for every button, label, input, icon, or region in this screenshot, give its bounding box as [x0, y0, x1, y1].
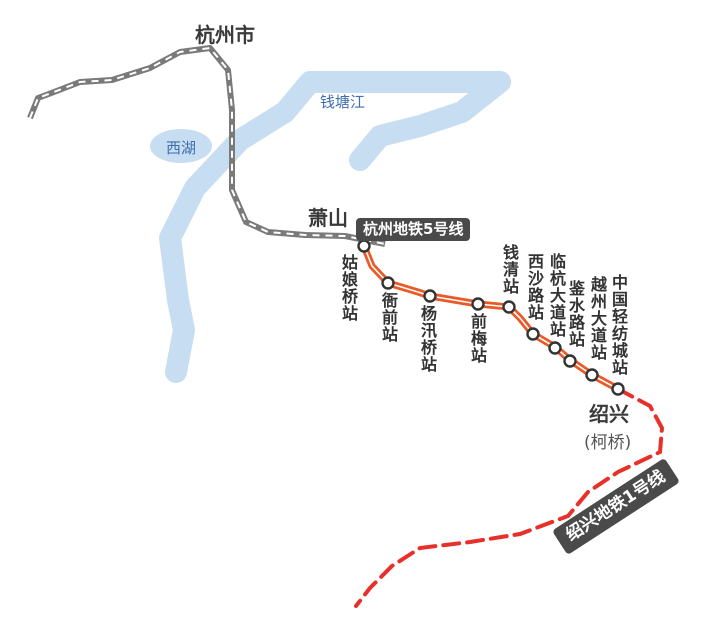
station-marker [548, 341, 562, 355]
station-marker [357, 239, 371, 253]
city-label-xiaoshan: 萧山 [308, 206, 348, 230]
station-label: 钱清站 [500, 244, 519, 295]
station-marker [611, 382, 625, 396]
qiantang-river-bend [349, 71, 511, 171]
station-marker [563, 354, 577, 368]
station-label: 杨汛桥站 [418, 305, 437, 373]
label-west-lake: 西湖 [166, 139, 197, 157]
station-marker [381, 276, 395, 290]
city-sublabel-keqiao: (柯桥) [584, 433, 632, 453]
station-marker [471, 297, 485, 311]
hangzhou-rail-dash [29, 47, 386, 245]
station-label: 越州大道站 [588, 276, 607, 361]
qiantang-river [159, 71, 511, 383]
city-label-hangzhou: 杭州市 [195, 23, 255, 47]
station-marker [526, 327, 540, 341]
station-label: 前梅站 [468, 313, 487, 364]
west-lake [150, 129, 212, 163]
station-markers [357, 239, 625, 396]
label-qiantang-river: 钱塘江 [320, 93, 366, 111]
station-label: 鉴水路站 [566, 280, 585, 348]
station-label: 衙前站 [379, 292, 398, 343]
station-label: 西沙路站 [525, 253, 544, 321]
station-label: 临杭大道站 [547, 253, 566, 338]
station-marker [502, 300, 516, 314]
station-marker [423, 289, 437, 303]
station-label: 姑娘桥站 [339, 254, 358, 322]
shaoxing-metro1-dashed [354, 387, 665, 608]
line-badge-hz-metro5: 杭州地铁5号线 [356, 218, 471, 241]
station-label: 中国轻纺城站 [609, 274, 628, 376]
station-marker [585, 368, 599, 382]
city-label-shaoxing: 绍兴 [589, 402, 629, 426]
